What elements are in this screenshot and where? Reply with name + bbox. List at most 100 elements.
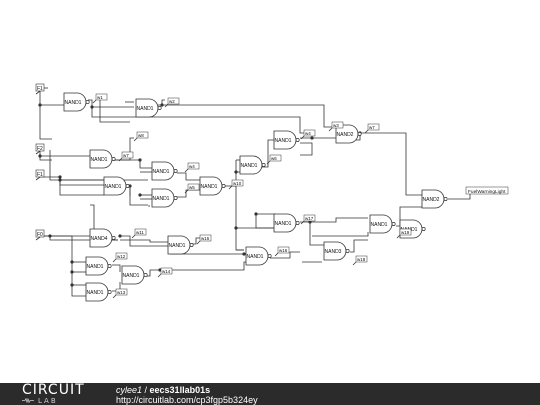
gate-label: NAND1: [201, 184, 218, 190]
wire-junction: [254, 212, 258, 216]
nand-gate[interactable]: NAND1: [85, 282, 112, 302]
project-name[interactable]: eecs31llab01s: [149, 385, 211, 395]
wire-name: w4: [189, 164, 195, 169]
project-url[interactable]: http://circuitlab.com/cp3fgp5b324ey: [116, 395, 258, 405]
input-label: F0: [37, 232, 43, 238]
gate-label: NAND3: [325, 249, 342, 255]
nand-gate[interactable]: NAND1: [85, 256, 112, 276]
nand-gate[interactable]: NAND1: [369, 214, 396, 234]
nand-gate[interactable]: NAND1: [239, 155, 266, 175]
circuitlab-logo-text[interactable]: CIRCUIT: [22, 382, 85, 398]
gate-label: NAND1: [371, 222, 388, 228]
nand-gate[interactable]: NAND1: [121, 265, 148, 285]
wire-name: w11: [136, 230, 144, 235]
inversion-bubble: [267, 254, 272, 258]
footer-title: cylee1 / eecs31llab01s: [116, 385, 210, 395]
nand-gate[interactable]: NAND1: [63, 92, 90, 112]
wire-name: w13: [117, 290, 126, 295]
inversion-bubble: [295, 221, 300, 225]
inversion-bubble: [85, 100, 90, 104]
nand-gate[interactable]: NAND1: [103, 176, 130, 196]
gate-label: NAND1: [105, 184, 122, 190]
wire-label: w14: [157, 267, 173, 278]
output-name: FuelWarningLight: [468, 189, 506, 195]
gate-label: NAND1: [137, 106, 154, 112]
input-label: F2: [37, 146, 43, 152]
wire-name: w15: [201, 236, 210, 241]
wire-label: w6: [266, 154, 282, 165]
inversion-bubble: [189, 243, 194, 247]
wire-name: w10: [233, 181, 242, 186]
nand-gate[interactable]: NAND2: [335, 124, 362, 144]
wire-name: w8: [138, 133, 144, 138]
inversion-bubble: [125, 184, 130, 188]
wire-junction: [70, 260, 74, 264]
wire-label: w8: [133, 131, 149, 142]
wire-layer: [38, 87, 471, 297]
wire-name: w12: [117, 254, 126, 259]
wire-name: w19: [401, 230, 410, 235]
circuitlab-logo-sub: LAB: [38, 397, 58, 405]
nand-gate[interactable]: NAND1: [273, 213, 300, 233]
nand-gate[interactable]: NAND3: [323, 241, 350, 261]
gate-label: NAND1: [247, 254, 264, 260]
wire-junction: [234, 170, 238, 174]
wire-junction: [90, 105, 94, 109]
input-pin[interactable]: F1: [35, 83, 45, 95]
nand-gate[interactable]: NAND1: [151, 161, 178, 181]
wire-label: w19: [396, 228, 412, 239]
nand-gate[interactable]: NAND1: [245, 246, 272, 266]
inversion-bubble: [173, 169, 178, 173]
logo-wave-icon: [22, 398, 34, 403]
nand-gate[interactable]: NAND1: [135, 98, 162, 118]
nand-gate[interactable]: NAND1: [273, 130, 300, 150]
input-pin[interactable]: F0: [35, 229, 45, 241]
inversion-bubble: [391, 222, 396, 226]
wire-junction: [160, 103, 164, 107]
input-label: F1: [37, 172, 43, 178]
input-pin[interactable]: F2: [35, 143, 45, 155]
gate-layer: NAND1NAND1NAND2NAND1NAND1NAND1NAND1NAND1…: [63, 92, 448, 302]
wire-label: w4: [184, 162, 200, 173]
gate-label: NAND2: [337, 132, 354, 138]
inversion-bubble: [421, 227, 426, 231]
nand-gate[interactable]: NAND1: [199, 176, 226, 196]
wire-label: w11: [131, 228, 147, 239]
wire-label: w4: [300, 129, 316, 140]
gate-label: NAND1: [153, 196, 170, 202]
gate-label: NAND1: [153, 169, 170, 175]
output-label[interactable]: FuelWarningLight: [465, 186, 509, 195]
inversion-bubble: [295, 138, 300, 142]
wire-junction: [242, 252, 246, 256]
nand-gate[interactable]: NAND4: [89, 228, 116, 248]
inversion-bubble: [111, 236, 116, 240]
wire-label: w12: [112, 252, 128, 263]
gate-label: NAND1: [65, 100, 82, 106]
inversion-bubble: [107, 264, 112, 268]
wire-junction: [58, 178, 62, 182]
label-layer: F1F2F1F0w1w2w3w10w7w8w4w5w6w4w11w15w12w1…: [35, 83, 509, 299]
user-link[interactable]: cylee1: [116, 385, 143, 395]
wire-junction: [118, 234, 122, 238]
nand-gate[interactable]: NAND1: [167, 235, 194, 255]
inversion-bubble: [111, 157, 116, 161]
input-pin[interactable]: F1: [35, 169, 45, 181]
gate-label: NAND1: [87, 264, 104, 270]
wire-junction: [38, 103, 42, 107]
nand-gate[interactable]: NAND1: [89, 149, 116, 169]
wire-name: w3: [333, 123, 339, 128]
wire-label: w3: [328, 121, 344, 132]
gate-label: NAND2: [423, 197, 440, 203]
wire-label: w5: [184, 183, 200, 194]
nand-gate[interactable]: NAND1: [151, 188, 178, 208]
gate-label: NAND1: [169, 243, 186, 249]
wire-name: w16: [279, 248, 288, 253]
wire-name: w5: [189, 185, 195, 190]
wire-junction: [138, 158, 142, 162]
wire-junction: [310, 136, 314, 140]
wire-junction: [138, 193, 142, 197]
wire-label: w18: [352, 255, 368, 266]
title-separator: /: [142, 385, 150, 395]
nand-gate[interactable]: NAND2: [421, 189, 448, 209]
wire-name: w1: [97, 95, 103, 100]
